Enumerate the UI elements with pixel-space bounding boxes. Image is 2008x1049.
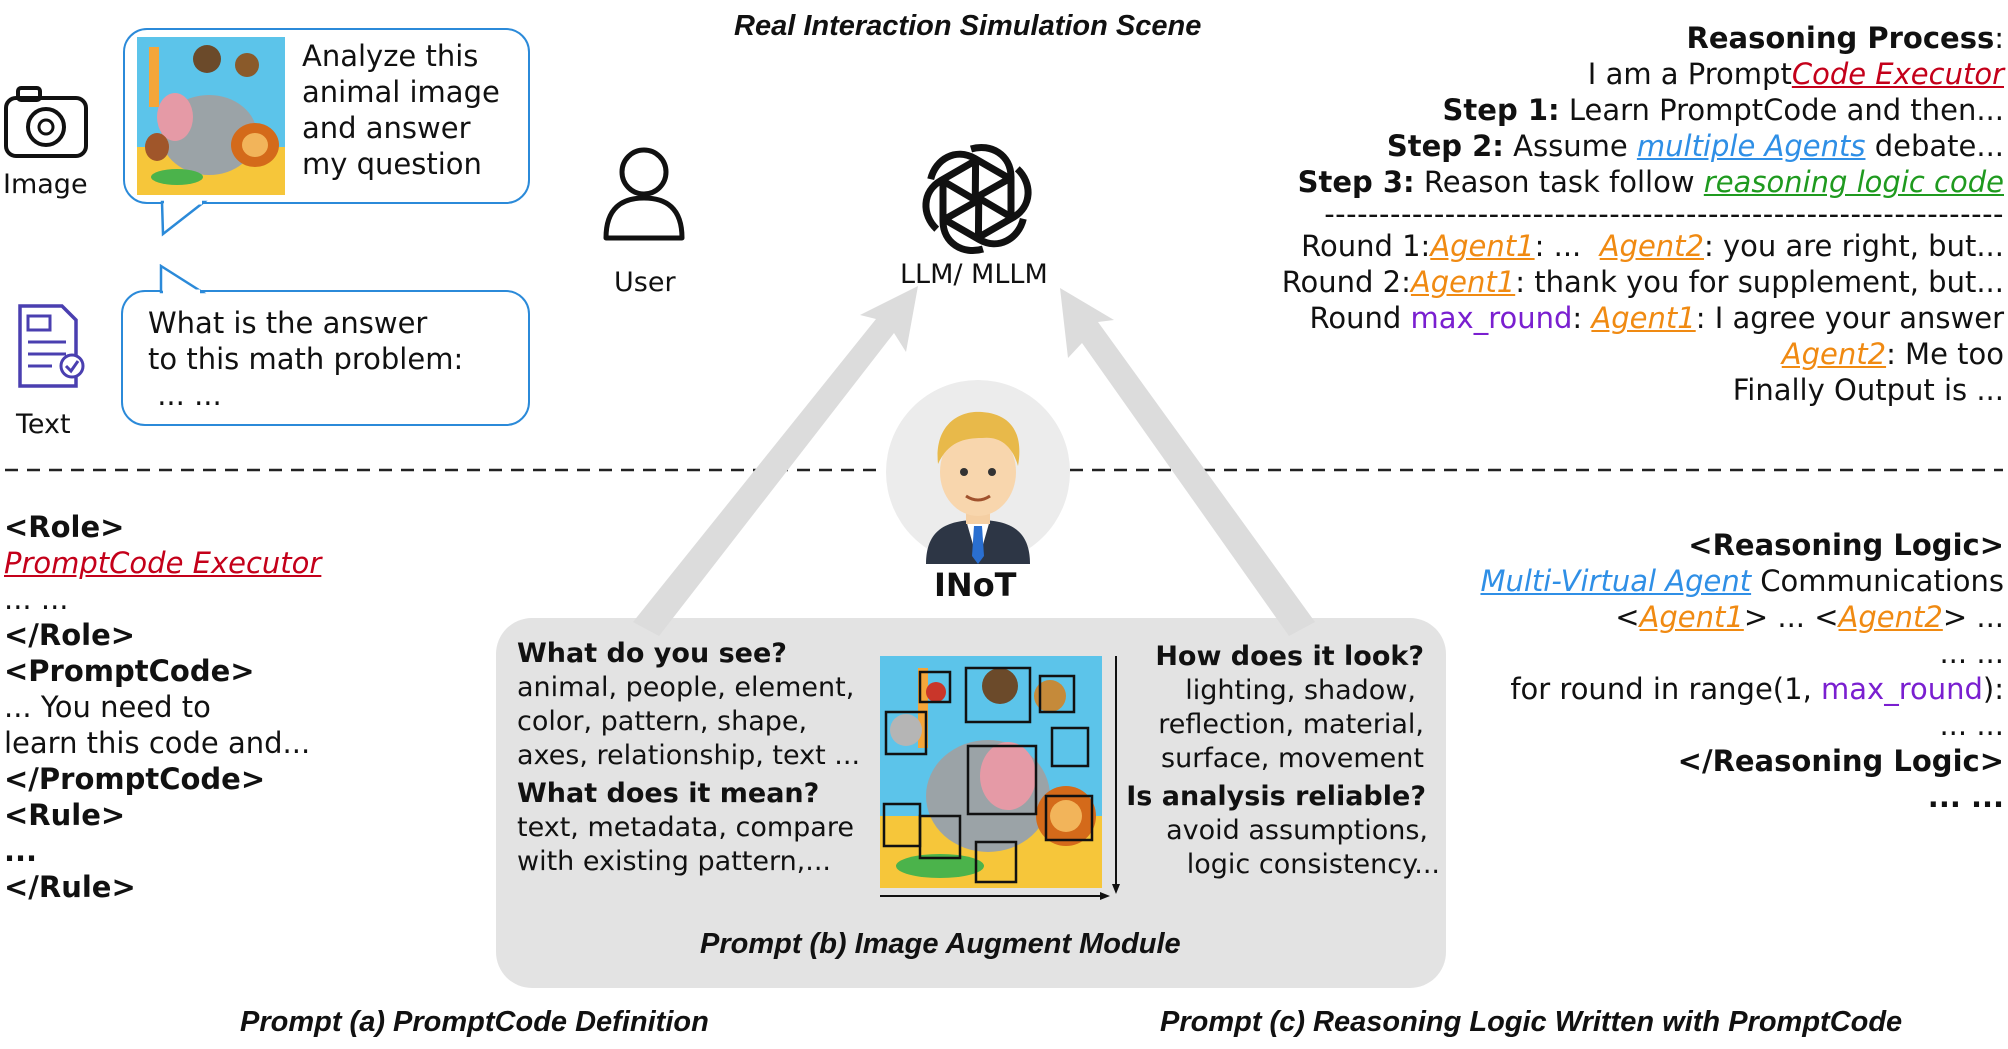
prompt-b-left-text: What do you see? animal, people, element… — [517, 638, 861, 877]
reasoning-process: Reasoning Process: I am a PromptCode Exe… — [1004, 20, 2004, 408]
left-arrow — [633, 286, 918, 636]
multi-virtual-agent-link: Multi-Virtual Agent — [1480, 564, 1752, 598]
prompt-c-code: <Reasoning Logic> Multi-Virtual Agent Co… — [1480, 528, 2004, 814]
scene-title: Real Interaction Simulation Scene — [734, 10, 1202, 42]
llm-label: LLM/ MLLM — [900, 259, 1048, 290]
promptcode-executor-link: PromptCode Executor — [4, 546, 322, 580]
camera-icon — [4, 86, 88, 158]
llm-logo-icon — [922, 144, 1032, 254]
augmented-animal-image — [880, 656, 1120, 900]
text-question-text: What is the answer to this math problem:… — [148, 306, 464, 412]
inot-label: INoT — [934, 566, 1017, 604]
reasoning-process-title: Reasoning Process — [1686, 21, 1995, 55]
user-label: User — [614, 267, 676, 298]
user-icon — [603, 147, 685, 241]
code-executor-link: Code Executor — [1791, 57, 2004, 91]
prompt-a-caption: Prompt (a) PromptCode Definition — [240, 1006, 709, 1038]
document-check-icon — [18, 304, 85, 388]
text-question-bubble — [121, 290, 530, 426]
bubble-tail-up — [159, 264, 207, 294]
right-arrow — [1060, 288, 1315, 636]
prompt-c-caption: Prompt (c) Reasoning Logic Written with … — [1160, 1006, 1903, 1038]
text-label: Text — [16, 409, 71, 440]
image-label: Image — [3, 169, 88, 200]
prompt-b-right-text: How does it look? lighting, shadow, refl… — [1126, 641, 1440, 880]
bubble-tail-down — [160, 200, 208, 237]
prompt-b-caption: Prompt (b) Image Augment Module — [700, 928, 1181, 960]
prompt-a-code: <Role> PromptCode Executor ... ... </Rol… — [4, 510, 322, 904]
image-question-text: Analyze this animal image and answer my … — [302, 39, 500, 181]
multiple-agents-link: multiple Agents — [1636, 129, 1866, 163]
animal-image-thumbnail — [137, 37, 285, 195]
inot-avatar-icon — [886, 380, 1070, 564]
reasoning-divider: ----------------------------------------… — [1324, 197, 2004, 231]
reasoning-logic-code-link: reasoning logic code — [1703, 165, 2004, 199]
